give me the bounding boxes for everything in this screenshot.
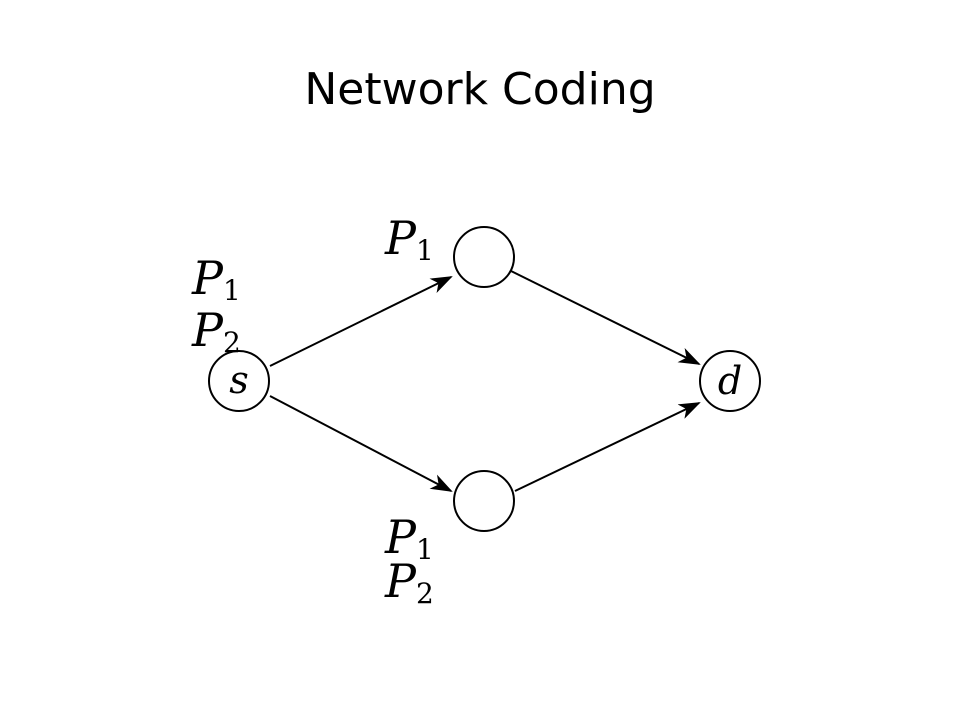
- slide-title: Network Coding: [304, 64, 656, 115]
- source-packet-2: P2: [191, 303, 241, 359]
- edge-bottom-to-d: [514, 402, 701, 492]
- top-edge-packets: P1: [384, 211, 434, 267]
- node-destination-label: d: [718, 359, 742, 403]
- node-destination: d: [699, 350, 761, 412]
- node-top-relay: [453, 226, 515, 288]
- top-edge-packet-1: P1: [384, 211, 434, 267]
- edge-top-to-d: [510, 270, 701, 365]
- bottom-edge-packet-2: P2: [384, 554, 434, 610]
- node-source: s: [208, 350, 270, 412]
- edge-s-to-bottom: [269, 395, 453, 492]
- node-bottom-relay: [453, 470, 515, 532]
- source-packet-1: P1: [191, 251, 241, 307]
- source-packets: P1 P2: [191, 251, 241, 359]
- bottom-edge-packets: P1 P2: [384, 510, 434, 610]
- bottom-edge-packet-1: P1: [384, 510, 434, 566]
- edge-s-to-top: [269, 276, 453, 367]
- node-source-label: s: [229, 358, 249, 402]
